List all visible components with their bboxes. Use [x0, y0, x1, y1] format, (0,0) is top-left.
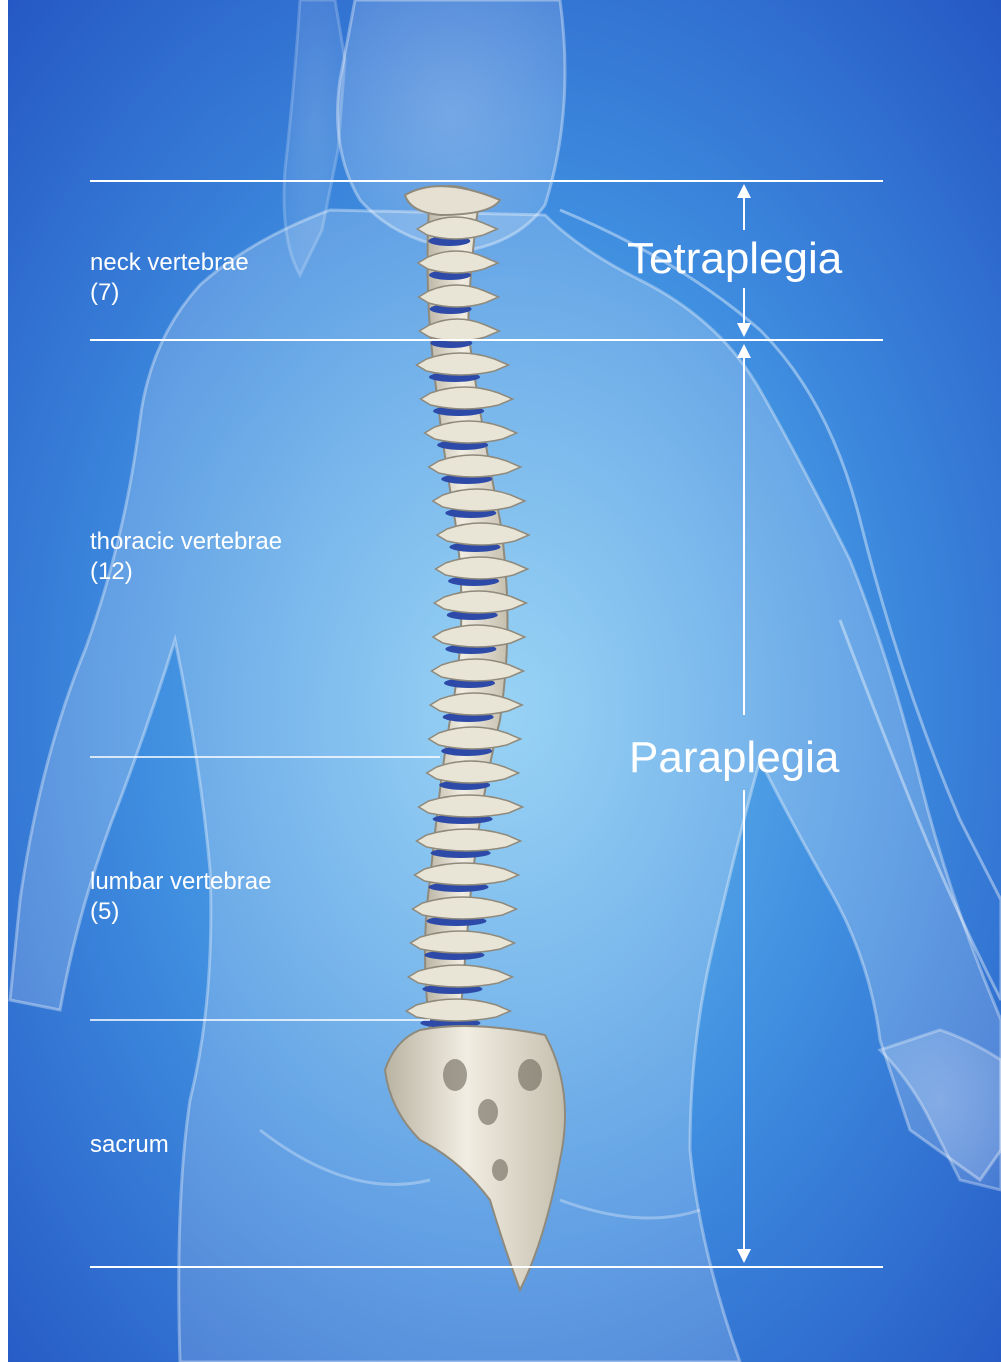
region-count: (7) — [90, 278, 249, 308]
left-margin — [0, 0, 8, 1362]
tetraplegia-label: Tetraplegia — [627, 234, 842, 284]
label-thoracic-vertebrae: thoracic vertebrae (12) — [90, 527, 282, 587]
sacral-foramen — [518, 1059, 542, 1091]
paraplegia-label: Paraplegia — [629, 733, 839, 783]
label-neck-vertebrae: neck vertebrae (7) — [90, 248, 249, 308]
region-name: sacrum — [90, 1130, 169, 1160]
region-name: thoracic vertebrae — [90, 527, 282, 557]
sacral-foramen — [492, 1159, 508, 1181]
sacral-foramen — [478, 1099, 498, 1125]
region-name: lumbar vertebrae — [90, 867, 271, 897]
sacral-foramen — [443, 1059, 467, 1091]
label-sacrum: sacrum — [90, 1130, 169, 1160]
region-count: (5) — [90, 897, 271, 927]
region-name: neck vertebrae — [90, 248, 249, 278]
region-count: (12) — [90, 557, 282, 587]
label-lumbar-vertebrae: lumbar vertebrae (5) — [90, 867, 271, 927]
